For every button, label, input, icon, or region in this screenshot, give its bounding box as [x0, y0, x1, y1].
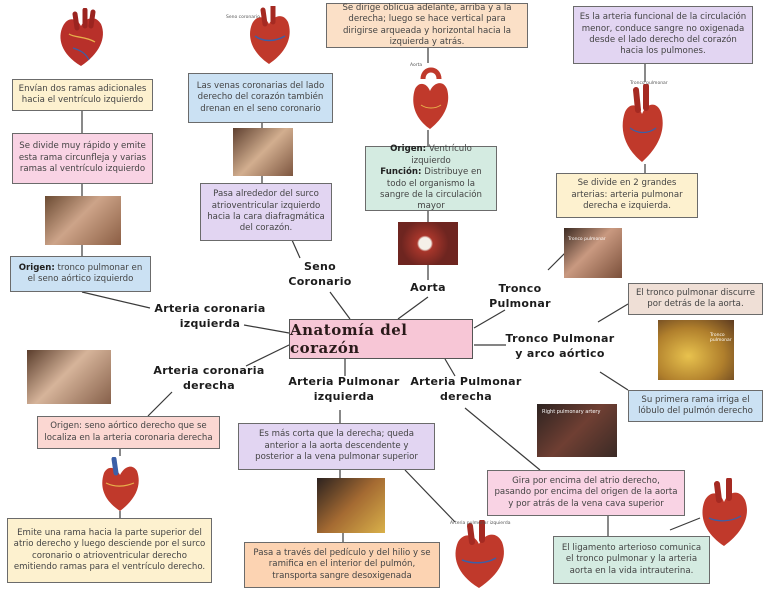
box-text: El ligamento arterioso comunica el tronc…	[561, 542, 702, 576]
aorta-origen-label: Origen:	[390, 144, 427, 155]
branch-text: Arteria coronaria izquierda	[154, 302, 266, 330]
branch-label-aorta: Aorta	[398, 281, 458, 296]
heart-illustration-pulm-der	[702, 478, 747, 546]
tronco-photo-label: Tronco pulmonar	[568, 237, 606, 242]
box-text: Su primera rama irriga el lóbulo del pul…	[638, 394, 753, 416]
box-pi-corta: Es más corta que la derecha; queda anter…	[238, 423, 435, 470]
pulm-izq-image-label: Arteria pulmonar izquierda	[450, 521, 511, 526]
box-pd-ligamento: El ligamento arterioso comunica el tronc…	[553, 536, 710, 584]
box-pi-pasa: Pasa a través del pedículo y del hilio y…	[244, 542, 440, 588]
branch-label-pulmonar-derecha: Arteria Pulmonar derecha	[410, 375, 522, 405]
dissection-photo-pulm-izq	[317, 478, 385, 533]
origen-text: tronco pulmonar en el seno aórtico izqui…	[27, 262, 143, 284]
branch-text: Arteria Pulmonar derecha	[410, 375, 522, 403]
branch-text: Tronco Pulmonar y arco aórtico	[505, 332, 615, 360]
aorta-origen-text: Ventrículo izquierdo	[411, 144, 472, 166]
box-text: Envían dos ramas adicionales hacia el ve…	[18, 83, 147, 105]
origen-label: Origen:	[18, 262, 55, 273]
box-izq-divide: Se divide muy rápido y emite esta rama c…	[12, 133, 153, 184]
box-text: Pasa a través del pedículo y del hilio y…	[253, 547, 431, 581]
box-text: Las venas coronarias del lado derecho de…	[196, 80, 325, 114]
heart-illustration-seno	[250, 6, 290, 65]
dissection-photo-tronco: Tronco pulmonar	[564, 228, 622, 278]
arco-photo-label: Tronco pulmonar	[710, 333, 732, 343]
box-der-origen: Origen: seno aórtico derecho que se loca…	[37, 416, 220, 449]
aorta-funcion-text: Distribuye en todo el organismo la sangr…	[380, 167, 482, 212]
box-tronco-arteria: Es la arteria funcional de la circulació…	[573, 6, 753, 64]
box-text: Emite una rama hacia la parte superior d…	[13, 527, 206, 572]
box-text: Origen: seno aórtico derecho que se loca…	[44, 421, 213, 443]
heart-illustration-derecha	[102, 457, 139, 511]
box-text: Origen: Ventrículo izquierdo Función: Di…	[371, 144, 491, 212]
branch-text: Tronco Pulmonar	[489, 282, 551, 310]
page-title: Anatomía del corazón	[289, 319, 473, 359]
box-text: Es la arteria funcional de la circulació…	[579, 12, 747, 57]
tronco-image-label: Tronco pulmonar	[630, 81, 668, 86]
branch-label-coronaria-izquierda: Arteria coronaria izquierda	[150, 302, 270, 332]
branch-text: Seno Coronario	[288, 260, 352, 288]
box-der-emite: Emite una rama hacia la parte superior d…	[7, 518, 212, 583]
branch-label-tronco-arco: Tronco Pulmonar y arco aórtico	[500, 332, 620, 362]
seno-image-label: Seno coronario	[226, 15, 260, 20]
box-text: Se divide en 2 grandes arterias: arteria…	[571, 178, 683, 212]
box-seno-venas: Las venas coronarias del lado derecho de…	[188, 73, 333, 123]
aorta-image-label: Aorta	[410, 63, 423, 68]
heart-illustration-tronco	[622, 84, 663, 162]
pd-photo-label: Right pulmonary artery	[542, 409, 601, 415]
dissection-photo-izq	[45, 196, 121, 245]
branch-label-seno-coronario: Seno Coronario	[280, 260, 360, 290]
branch-label-coronaria-derecha: Arteria coronaria derecha	[150, 364, 268, 394]
box-arco-primera: Su primera rama irriga el lóbulo del pul…	[628, 390, 763, 422]
box-text: Es más corta que la derecha; queda anter…	[255, 429, 418, 463]
box-text: Origen: tronco pulmonar en el seno aórti…	[16, 263, 145, 286]
box-text: Pasa alrededor del surco atrioventricula…	[207, 189, 325, 234]
branch-text: Arteria coronaria derecha	[153, 364, 265, 392]
branch-label-tronco-pulmonar: Tronco Pulmonar	[480, 282, 560, 312]
box-tronco-divide: Se divide en 2 grandes arterias: arteria…	[556, 173, 698, 218]
box-text: Se dirige oblicua adelante, arriba y a l…	[342, 2, 512, 47]
box-text: Se divide muy rápido y emite esta rama c…	[18, 141, 147, 175]
box-pd-gira: Gira por encima del atrio derecho, pasan…	[487, 470, 685, 516]
aorta-funcion-label: Función:	[380, 167, 422, 178]
box-arco-discurre: El tronco pulmonar discurre por detrás d…	[628, 283, 763, 315]
heart-illustration-pulm-izq	[455, 520, 504, 588]
heart-illustration-left	[60, 8, 103, 67]
box-aorta-origen-funcion: Origen: Ventrículo izquierdo Función: Di…	[365, 144, 497, 212]
box-izq-origen: Origen: tronco pulmonar en el seno aórti…	[10, 256, 151, 292]
dissection-photo-pulm-der: Right pulmonary artery	[537, 404, 617, 457]
branch-text: Aorta	[410, 281, 446, 294]
dissection-photo-derecha	[27, 350, 111, 404]
branch-label-pulmonar-izquierda: Arteria Pulmonar izquierda	[288, 375, 400, 405]
dissection-photo-arco: Tronco pulmonar	[658, 320, 734, 380]
box-izq-ramas: Envían dos ramas adicionales hacia el ve…	[12, 79, 153, 111]
dissection-photo-seno	[233, 128, 293, 176]
box-aorta-dirige: Se dirige oblicua adelante, arriba y a l…	[326, 3, 528, 48]
box-seno-pasa: Pasa alrededor del surco atrioventricula…	[200, 183, 332, 241]
box-text: El tronco pulmonar discurre por detrás d…	[635, 287, 756, 309]
branch-text: Arteria Pulmonar izquierda	[288, 375, 400, 403]
dissection-photo-aorta	[398, 222, 458, 265]
heart-illustration-aorta	[413, 67, 449, 129]
box-text: Gira por encima del atrio derecho, pasan…	[494, 475, 678, 509]
